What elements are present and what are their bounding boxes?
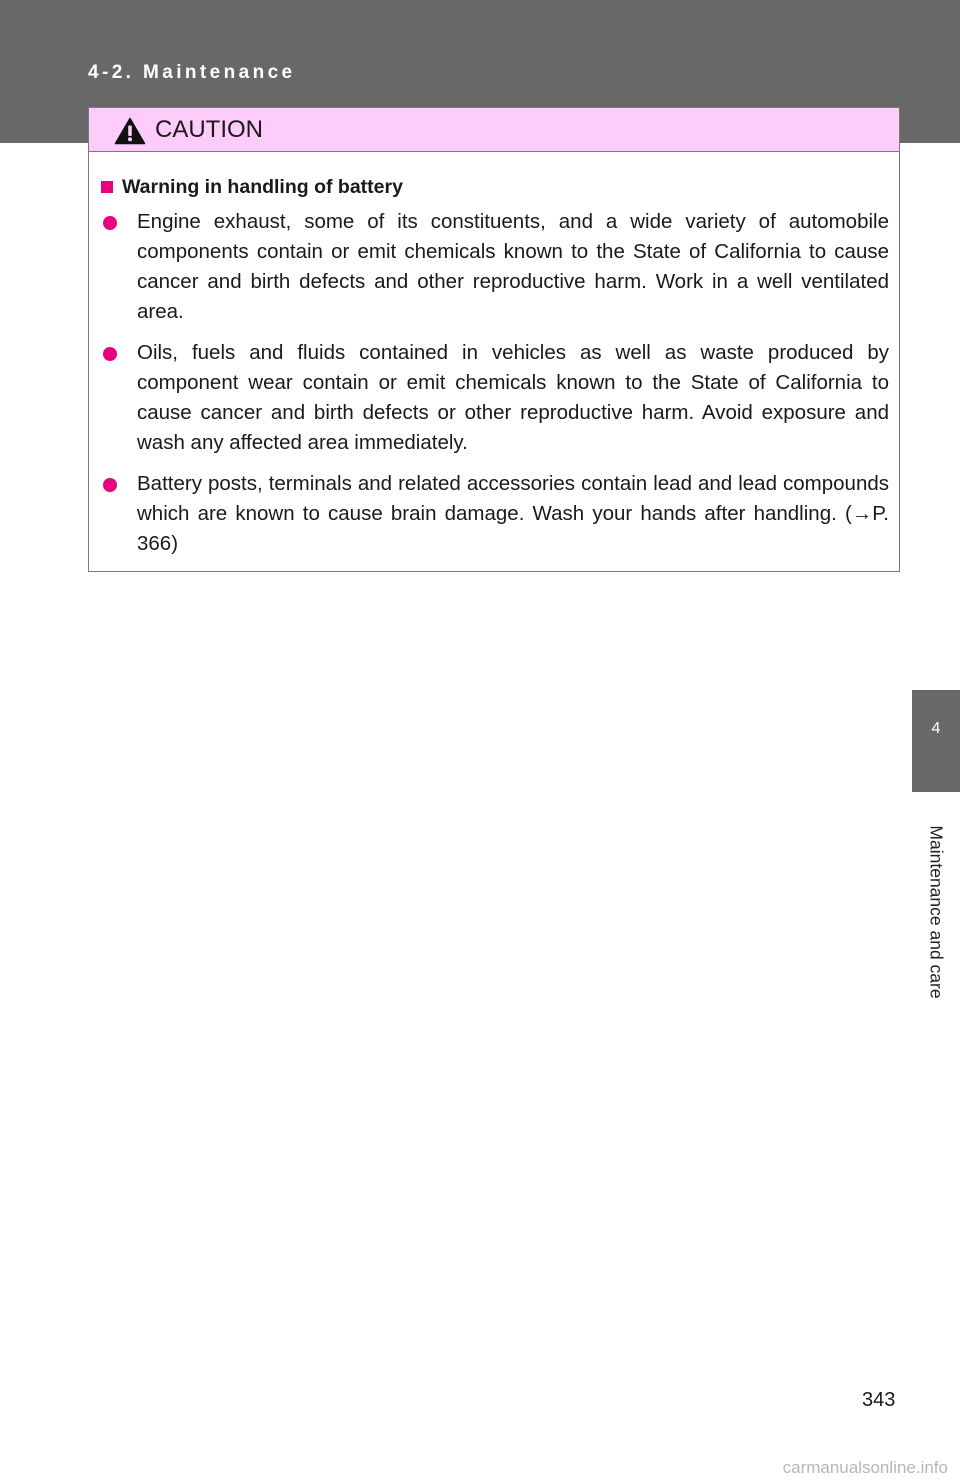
watermark: carmanualsonline.info [782,1458,948,1477]
chapter-label: Maintenance and care [926,825,947,999]
caution-item: Battery posts, terminals and related acc… [103,469,889,559]
chapter-number: 4 [931,720,941,737]
subheading-text: Warning in handling of battery [122,176,403,198]
caution-item: Engine exhaust, some of its constituents… [103,207,889,327]
round-bullet-icon [103,216,117,230]
caution-item-text: Engine exhaust, some of its constituents… [137,210,889,323]
round-bullet-icon [103,347,117,361]
caution-subheading: Warning in handling of battery [101,174,403,200]
caution-item-text: Battery posts, terminals and related acc… [137,472,889,555]
round-bullet-icon [103,478,117,492]
caution-label: CAUTION [155,116,263,143]
chapter-tab[interactable]: 4 [912,690,960,792]
caution-box: CAUTION Warning in handling of battery E… [88,107,900,572]
caution-item: Oils, fuels and fluids contained in vehi… [103,338,889,458]
caution-header: CAUTION [89,108,899,152]
page-number: 343 [862,1389,896,1411]
section-title: 4-2. Maintenance [88,62,296,83]
warning-triangle-icon [114,117,146,145]
square-bullet-icon [101,181,113,193]
caution-item-text: Oils, fuels and fluids contained in vehi… [137,341,889,454]
